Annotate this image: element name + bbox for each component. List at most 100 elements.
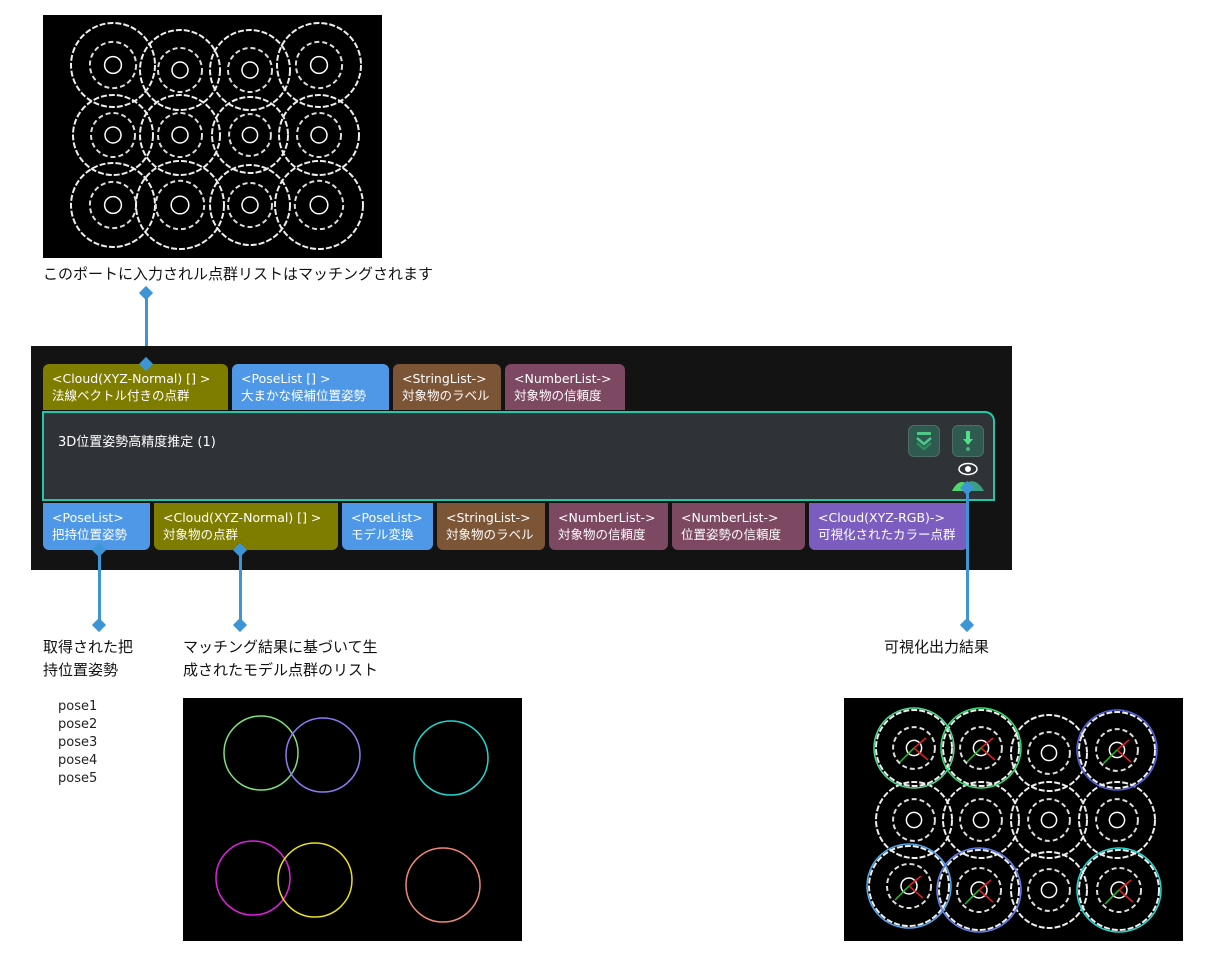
debug-output-button[interactable] (952, 425, 984, 457)
download-arrow-icon (963, 431, 973, 451)
model-circle (223, 715, 299, 791)
ring-outer (1078, 849, 1160, 931)
ring-outer (875, 709, 953, 787)
node-title: 3D位置姿勢高精度推定 (1) (58, 435, 216, 450)
output-port-object-labels[interactable]: <StringList->対象物のラベル (437, 503, 545, 550)
ring-hole (309, 55, 329, 75)
annotation-line: マッチング結果に基づいて生 (183, 638, 378, 656)
ring-hole (972, 811, 990, 829)
ring-outer (209, 29, 291, 111)
ring-hole (104, 126, 122, 144)
match-circle (1076, 709, 1158, 791)
connector-line (98, 550, 101, 625)
annotation-line: 成されたモデル点群のリスト (183, 661, 379, 679)
ring-outer (139, 94, 221, 176)
ring-hole (103, 55, 123, 75)
ring-outer (70, 162, 156, 248)
pose-axis (894, 885, 910, 901)
ring-hole (905, 739, 923, 757)
pose-axis (908, 875, 922, 887)
ring-outer (1078, 781, 1156, 859)
pose-axis (980, 747, 996, 761)
pose-axis (899, 747, 915, 763)
connector-line (239, 550, 242, 625)
ring-mid (1095, 798, 1139, 842)
ring-mid (296, 112, 342, 158)
ring-mid (959, 798, 1003, 842)
port-type: <Cloud(XYZ-Normal) [] > (52, 371, 211, 386)
pose-axis (913, 737, 927, 749)
model-circle (285, 717, 361, 793)
ring-hole (1040, 744, 1058, 762)
match-circle (866, 843, 952, 929)
annotation-line: 取得された把 (43, 638, 134, 656)
connector-line (145, 293, 148, 364)
ring-mid (157, 47, 203, 93)
port-type: <NumberList-> (681, 510, 779, 525)
ring-hole (1040, 811, 1058, 829)
port-type: <PoseList> (52, 510, 124, 525)
pose-axis (908, 885, 924, 899)
ring-outer (278, 94, 360, 176)
ring-hole (241, 196, 259, 214)
port-type: <PoseList> (351, 510, 423, 525)
ring-mid (227, 182, 273, 228)
ring-hole (171, 126, 189, 144)
ring-mid (1096, 867, 1142, 913)
pose-axis (1116, 749, 1132, 763)
pose-axis (1116, 739, 1130, 751)
ring-outer (139, 29, 221, 111)
model-point-cloud-image (183, 698, 522, 941)
ring-hole (171, 61, 189, 79)
collapse-button[interactable] (908, 425, 940, 457)
model-cloud-annotation: マッチング結果に基づいて生成されたモデル点群のリスト (183, 636, 378, 682)
port-label: 対象物のラベル (402, 388, 490, 403)
visualized-result-image (844, 698, 1183, 941)
output-port-object-confidence[interactable]: <NumberList-> 対象物の信頼度 (549, 503, 668, 550)
node-body[interactable]: 3D位置姿勢高精度推定 (1) (42, 411, 995, 501)
input-port-string-list[interactable]: <StringList->対象物のラベル (393, 364, 501, 410)
ring-hole (900, 877, 918, 895)
output-port-object-cloud[interactable]: <Cloud(XYZ-Normal) [] >対象物の点群 (154, 503, 338, 550)
input-port-pose-list[interactable]: <PoseList [] >大まかな候補位置姿勢 (232, 364, 389, 410)
pose-axis (966, 747, 982, 763)
ring-hole (972, 739, 990, 757)
ring-outer (875, 781, 953, 859)
output-port-pose-confidence[interactable]: <NumberList->位置姿勢の信頼度 (672, 503, 805, 550)
output-port-model-transform[interactable]: <PoseList>モデル変換 (342, 503, 433, 550)
ring-outer (1078, 711, 1156, 789)
ring-mid (90, 112, 136, 158)
pose-axis (1118, 879, 1132, 891)
model-circle (405, 847, 481, 923)
model-circle (277, 842, 353, 918)
ring-outer (1010, 781, 1088, 859)
output-port-visual-cloud[interactable]: <Cloud(XYZ-RGB)->可視化されたカラー点群 (809, 503, 968, 550)
annotation-line: 持位置姿勢 (43, 661, 119, 679)
port-label: 対象物の信頼度 (558, 527, 646, 542)
match-circle (1076, 847, 1162, 933)
ring-outer (209, 164, 291, 246)
port-type: <NumberList-> (558, 510, 656, 525)
input-port-cloud-normal[interactable]: <Cloud(XYZ-Normal) [] >法線ベクトル付きの点群 (43, 364, 228, 410)
ring-mid (1095, 728, 1139, 772)
input-port-number-list[interactable]: <NumberList->対象物の信頼度 (505, 364, 625, 410)
ring-mid (956, 867, 1002, 913)
output-port-grasp-pose[interactable]: <PoseList> 把持位置姿勢 (43, 503, 150, 550)
ring-mid (959, 726, 1003, 770)
pose-axis (964, 889, 980, 905)
ring-hole (1108, 741, 1126, 759)
ring-mid (1027, 798, 1071, 842)
ring-outer (868, 845, 950, 927)
port-type: <PoseList [] > (241, 371, 331, 386)
pose-list: pose1 pose2 pose3 pose4 pose5 (58, 698, 97, 788)
pose-item: pose5 (58, 771, 98, 786)
pose-item: pose1 (58, 699, 98, 714)
port-label: 可視化されたカラー点群 (818, 527, 956, 542)
ring-mid (892, 798, 936, 842)
pose-item: pose3 (58, 735, 98, 750)
connector-line (966, 488, 969, 625)
connector-diamond (138, 285, 154, 301)
port-label: 把持位置姿勢 (52, 527, 128, 542)
pose-item: pose2 (58, 717, 98, 732)
ring-mid (154, 179, 206, 231)
